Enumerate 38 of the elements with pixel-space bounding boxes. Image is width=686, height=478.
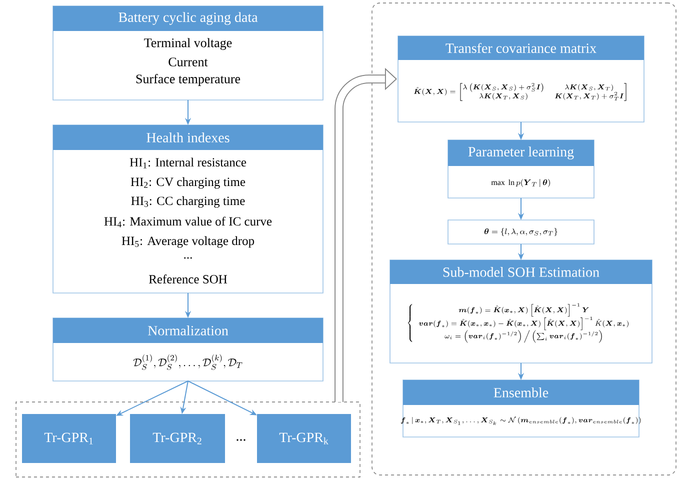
- process-box: [401, 380, 641, 438]
- formula: $\left\{\begin{array}{c}\boldsymbol{m}(\boldsymbol{f}_*)=\hat{\boldsymbol{K}}(\boldsymbol{x}_*,\boldsymbol{X})\left[\hat{\boldsymbol{K}}(\boldsymbol{X},\boldsymbol{X})\right]^{-1}\boldsymbol{Y}\\ \boldsymbol{var}(\boldsymbol{f}_*)=\hat{\boldsymbol{K}}(\boldsymbol{x}_*,\boldsymbol{x}_*)-\hat{\boldsymbol{K}}(\boldsymbol{x}_*,\boldsymbol{X})\left[\hat{\boldsymbol{K}}(\boldsymbol{X},\boldsymbol{X})\right]^{-1}\hat{K}(\boldsymbol{X},\boldsymbol{x}_*)\\ \omega_i=\left(\boldsymbol{var}_i(\boldsymbol{f}_*)^{-1/2}\right)\Big/\left(\sum_i\boldsymbol{var}_i(\boldsymbol{f}_*)^{-1/2}\right)\end{array}\right.$: [408, 303, 628, 343]
- model-box: Tr-GPR$_{1}$: [22, 414, 116, 463]
- body-text: HI$_{5}$: Average voltage drop: [122, 236, 254, 248]
- body-text: Surface temperature: [136, 74, 240, 86]
- body-text: ...: [184, 257, 192, 259]
- formula: $\boldsymbol{f}_*\,|\,\boldsymbol{x}_*,\boldsymbol{X}_T,\boldsymbol{X}_{S_1},\ldots,\boldsymbol{X}_{S_k}\sim\mathcal{N}\left(\boldsymbol{m}_{ensemble}(\boldsymbol{f}_*),\boldsymbol{var}_{ensemble}(\boldsymbol{f}_*)\right)$: [401, 416, 641, 426]
- box-heading: Transfer covariance matrix: [446, 43, 596, 53]
- body-text: Reference SOH: [148, 274, 228, 284]
- formula: $\hat{\boldsymbol{K}}(\boldsymbol{X},\boldsymbol{X})=\begin{bmatrix}\lambda\left(\boldsymbol{K}(\boldsymbol{X}_S,\boldsymbol{X}_S)+\sigma_S^2\boldsymbol{I}\right) & \lambda\boldsymbol{K}(\boldsymbol{X}_S,\boldsymbol{X}_T)\\ \lambda\boldsymbol{K}(\boldsymbol{X}_T,\boldsymbol{X}_S) & \boldsymbol{K}(\boldsymbol{X}_T,\boldsymbol{X}_T)+\sigma_T^2\boldsymbol{I}\end{bmatrix}$: [414, 82, 626, 101]
- body-text: Current: [168, 58, 208, 66]
- box-heading: Health indexes: [146, 132, 230, 142]
- box-heading: Ensemble: [494, 388, 548, 398]
- formula: $\max\ \ln p(\boldsymbol{Y}_T\,|\,\boldsymbol{\theta})$: [491, 179, 550, 187]
- body-text: HI$_{4}$: Maximum value of IC curve: [104, 216, 272, 228]
- model-box: Tr-GPR$_{2}$: [130, 414, 225, 463]
- dashed-group-frame: [372, 2, 676, 476]
- box-heading: Parameter learning: [468, 146, 574, 160]
- box-heading: Sub-model SOH Estimation: [443, 267, 600, 277]
- hollow-arrow: [334, 68, 397, 402]
- formula: $\boldsymbol{\theta}=\{l,\lambda,\alpha,\sigma_S,\sigma_T\}$: [484, 228, 558, 236]
- formula: $\mathcal{D}_S^{(1)},\mathcal{D}_S^{(2)},\ldots,\mathcal{D}_S^{(k)},\mathcal{D}_T$: [133, 354, 242, 370]
- box-heading: Battery cyclic aging data: [118, 12, 258, 25]
- process-box: [52, 124, 324, 294]
- body-text: HI$_{1}$: Internal resistance: [130, 158, 246, 168]
- ellipsis-text: ...: [236, 439, 246, 441]
- body-text: Terminal voltage: [144, 38, 232, 50]
- model-box: Tr-GPR$_{k}$: [257, 414, 351, 463]
- process-box: [52, 6, 324, 100]
- body-text: HI$_{3}$: CC charging time: [131, 196, 245, 208]
- process-box: [398, 36, 644, 122]
- process-box: [390, 260, 652, 364]
- process-box: [448, 220, 594, 244]
- process-box: [448, 140, 594, 198]
- box-heading: Normalization: [148, 326, 228, 336]
- dashed-group-frame: [16, 402, 360, 478]
- process-box: [52, 318, 324, 382]
- body-text: HI$_{2}$: CV charging time: [130, 177, 246, 189]
